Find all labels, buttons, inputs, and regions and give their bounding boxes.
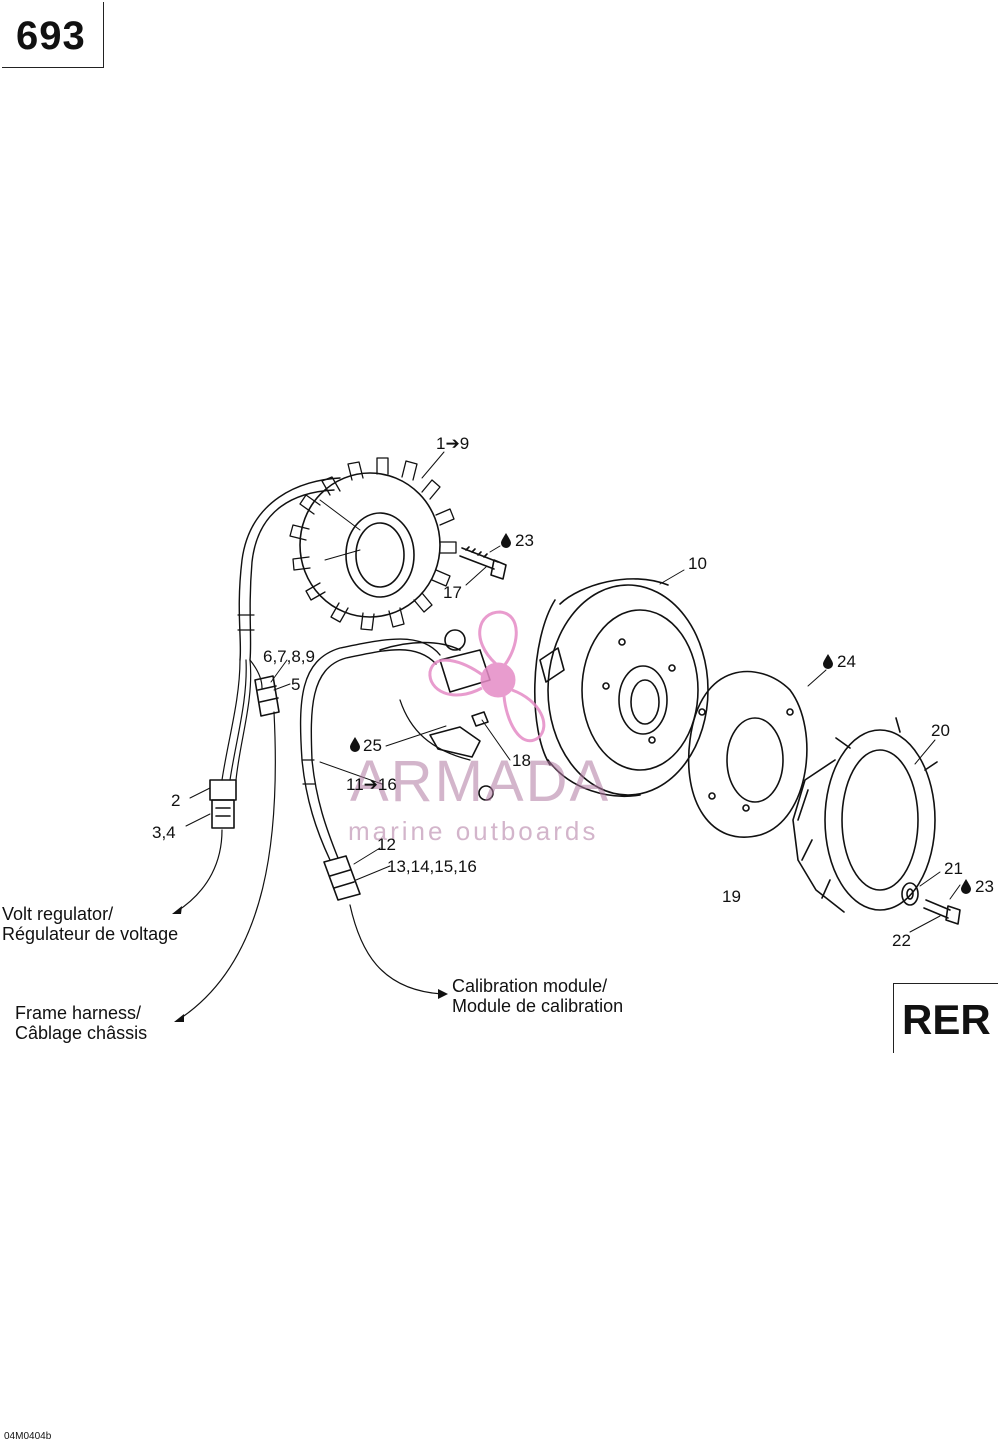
section-code-box: RER — [893, 983, 998, 1053]
callout-23-bottom: 23 — [975, 877, 994, 896]
note-calibration-fr: Module de calibration — [452, 996, 624, 1016]
note-frame-harness: Frame harness/ Câblage châssis — [15, 1003, 147, 1043]
watermark-brand: ARMADA — [350, 749, 611, 814]
figure-code: 04M0404b — [4, 1431, 52, 1442]
note-calibration-module: Calibration module/ Module de calibratio… — [452, 976, 623, 1016]
flywheel-part — [534, 578, 709, 798]
page-number-box: 693 — [2, 2, 104, 68]
stator-part — [289, 457, 457, 631]
washer-21-part — [901, 882, 919, 906]
section-code: RER — [902, 996, 991, 1043]
callout-21: 21 — [944, 859, 963, 878]
plate-19-part — [687, 670, 808, 838]
callout-25: 25 — [363, 736, 382, 755]
oil-drop-icon — [350, 533, 971, 894]
note-volt-regulator: Volt regulator/ Régulateur de voltage — [2, 904, 178, 944]
bolt-17-part — [459, 546, 507, 580]
note-volt-regulator-fr: Régulateur de voltage — [2, 924, 179, 944]
starter-cup-part — [792, 717, 938, 913]
callout-20: 20 — [931, 721, 950, 740]
callout-13-14-15-16: 13,14,15,16 — [387, 857, 477, 876]
connector-12-part — [323, 855, 361, 901]
callout-18: 18 — [512, 751, 531, 770]
watermark-tagline: marine outboards — [348, 816, 599, 846]
callout-1-9: 1➔9 — [436, 434, 470, 453]
callout-5: 5 — [291, 675, 301, 694]
callout-12: 12 — [377, 835, 396, 854]
callout-3-4: 3,4 — [152, 823, 176, 842]
connector-2-part — [209, 779, 237, 829]
callout-2: 2 — [171, 791, 181, 810]
note-frame-harness-en: Frame harness/ — [15, 1003, 142, 1023]
connector-5-part — [254, 675, 280, 717]
note-calibration-en: Calibration module/ — [452, 976, 608, 996]
page-number: 693 — [16, 14, 86, 58]
callout-11-16: 11➔16 — [346, 775, 397, 794]
note-frame-harness-fr: Câblage châssis — [15, 1023, 148, 1043]
callout-22: 22 — [892, 931, 911, 950]
callout-17: 17 — [443, 583, 462, 602]
callout-24: 24 — [837, 652, 856, 671]
callout-23-top: 23 — [515, 531, 534, 550]
callout-10: 10 — [688, 554, 707, 573]
note-volt-regulator-en: Volt regulator/ — [2, 904, 114, 924]
bolt-22-part — [923, 899, 961, 925]
propeller-logo-icon — [428, 610, 546, 743]
callout-19: 19 — [722, 887, 741, 906]
callout-6-7-8-9: 6,7,8,9 — [263, 647, 315, 666]
